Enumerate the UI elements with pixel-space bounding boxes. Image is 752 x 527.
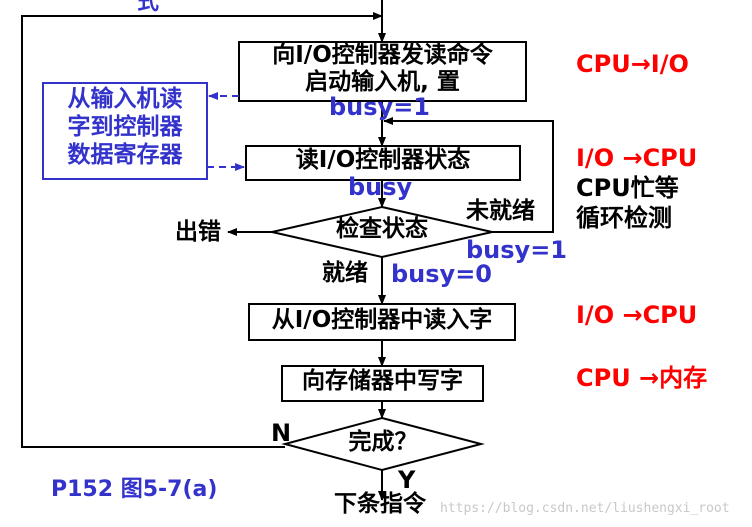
loop-back-line <box>21 12 383 448</box>
y-label: Y <box>398 466 416 494</box>
not-ready-label: 未就绪 <box>466 198 535 224</box>
write-memory-box <box>281 365 484 402</box>
n-label: N <box>271 419 292 447</box>
busy-read-label: busy <box>348 173 413 201</box>
side-note-box <box>42 82 208 180</box>
done-text: 完成？ <box>348 429 418 455</box>
read-word-text: 从I/O控制器中读入字 <box>271 307 493 333</box>
annotation-io-to-cpu-1: I/O →CPU <box>576 144 698 172</box>
busy-set-label: busy=1 <box>329 93 431 121</box>
not-ready-loop-line <box>383 117 554 233</box>
busy-0-label: busy=0 <box>391 260 493 288</box>
send-read-command-box <box>238 41 527 102</box>
read-word-box <box>248 303 516 341</box>
side-note-line-3: 数据寄存器 <box>67 142 183 168</box>
send-read-line-2: 启动输入机, 置 <box>305 69 460 95</box>
annotation-cpu-to-memory: CPU →内存 <box>576 364 708 392</box>
check-status-text: 检查状态 <box>336 216 428 242</box>
next-instruction-label: 下条指令 <box>334 491 426 517</box>
side-note-line-2: 字到控制器 <box>67 114 183 140</box>
top-fragment-text: 式 <box>137 0 160 15</box>
send-read-line-1: 向I/O控制器发读命令 <box>272 42 493 68</box>
read-status-box <box>245 145 521 181</box>
write-memory-text: 向存储器中写字 <box>302 368 463 394</box>
figure-caption: P152 图5-7(a) <box>51 477 218 502</box>
watermark-text: https://blog.csdn.net/liushengxi_root <box>440 501 730 516</box>
annotation-busy-wait-1: CPU忙等 <box>576 174 679 202</box>
error-label: 出错 <box>175 219 221 245</box>
annotation-busy-wait-2: 循环检测 <box>576 204 672 232</box>
side-note-line-1: 从输入机读 <box>67 86 183 112</box>
ready-label: 就绪 <box>322 260 368 286</box>
read-status-text: 读I/O控制器状态 <box>295 147 471 173</box>
busy-1-label: busy=1 <box>466 236 568 264</box>
annotation-io-to-cpu-2: I/O →CPU <box>576 301 698 329</box>
annotation-cpu-to-io: CPU→I/O <box>576 50 689 78</box>
